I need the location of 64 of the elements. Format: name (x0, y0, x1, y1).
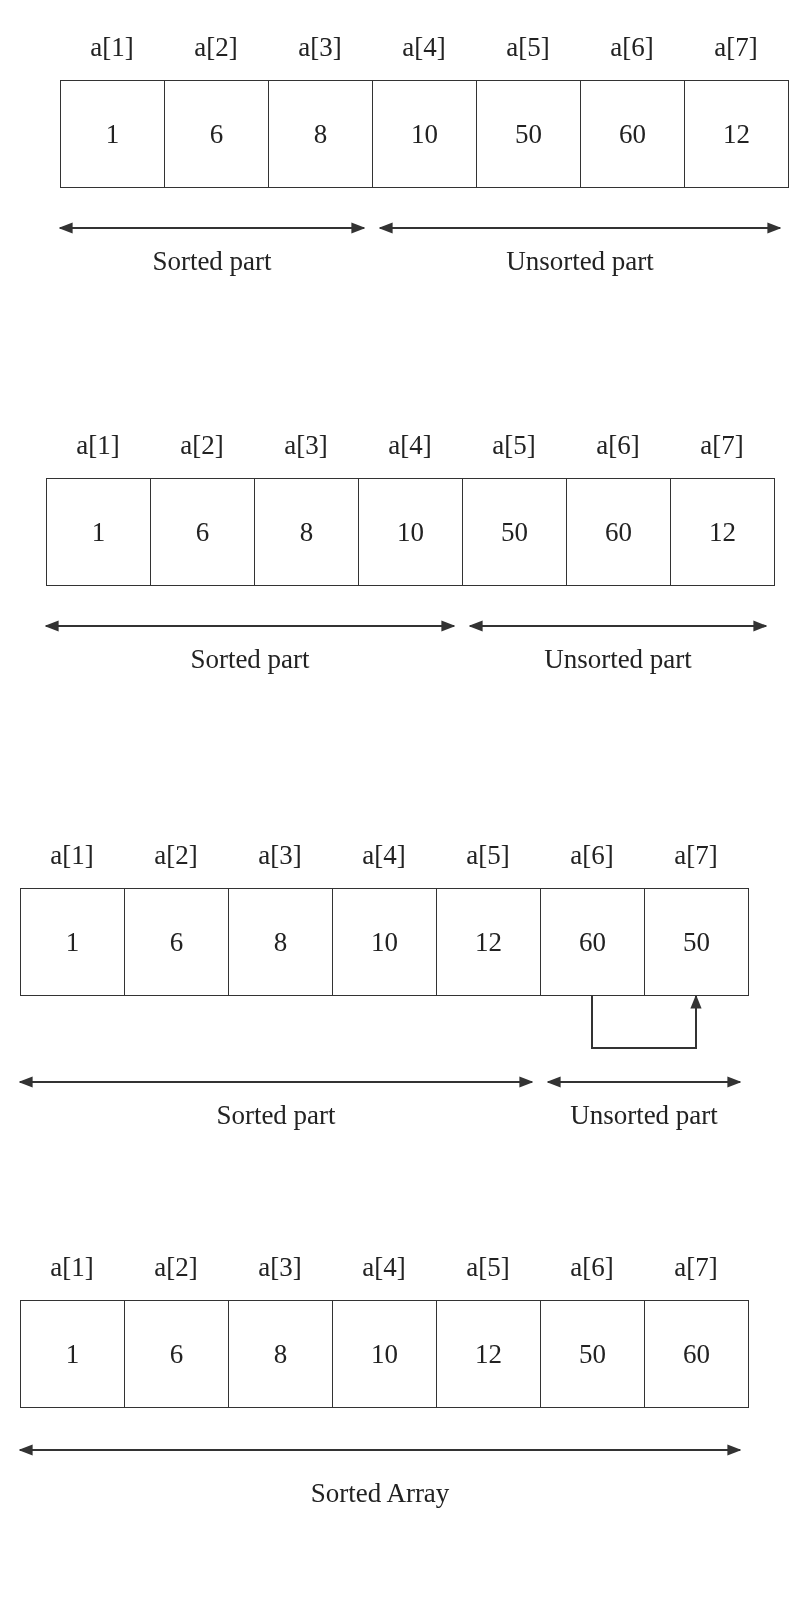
index-label: a[5] (491, 430, 537, 461)
index-label: a[6] (569, 840, 615, 871)
array-cell: 12 (670, 478, 775, 586)
array-cell: 6 (124, 1300, 229, 1408)
index-label: a[2] (153, 840, 199, 871)
part-label: Sorted Array (309, 1478, 451, 1509)
index-label: a[7] (699, 430, 745, 461)
index-label: a[6] (609, 32, 655, 63)
index-label: a[3] (297, 32, 343, 63)
array-cell: 12 (436, 888, 541, 996)
array-cell: 6 (164, 80, 269, 188)
index-label: a[7] (673, 840, 719, 871)
index-label: a[1] (49, 1252, 95, 1283)
index-label: a[5] (465, 840, 511, 871)
index-label: a[1] (89, 32, 135, 63)
array-cell: 50 (476, 80, 581, 188)
part-label: Sorted part (189, 644, 311, 675)
array-cell: 8 (228, 888, 333, 996)
array-cell: 60 (540, 888, 645, 996)
index-label: a[2] (153, 1252, 199, 1283)
array-cell: 12 (436, 1300, 541, 1408)
part-label: Unsorted part (569, 1100, 719, 1131)
array-cell: 60 (644, 1300, 749, 1408)
array-cell: 8 (268, 80, 373, 188)
index-label: a[3] (257, 1252, 303, 1283)
index-label: a[4] (361, 1252, 407, 1283)
index-label: a[1] (75, 430, 121, 461)
array-cell: 1 (46, 478, 151, 586)
index-label: a[6] (569, 1252, 615, 1283)
arrow (591, 994, 702, 1049)
part-label: Unsorted part (505, 246, 655, 277)
array-cell: 10 (358, 478, 463, 586)
part-label: Unsorted part (543, 644, 693, 675)
index-label: a[6] (595, 430, 641, 461)
index-label: a[4] (401, 32, 447, 63)
part-label: Sorted part (215, 1100, 337, 1131)
array-cell: 10 (332, 1300, 437, 1408)
array-cell: 50 (540, 1300, 645, 1408)
array-cell: 6 (150, 478, 255, 586)
array-cell: 10 (332, 888, 437, 996)
array-cell: 12 (684, 80, 789, 188)
index-label: a[5] (465, 1252, 511, 1283)
array-cell: 1 (20, 888, 125, 996)
index-label: a[3] (283, 430, 329, 461)
index-label: a[7] (673, 1252, 719, 1283)
array-cell: 1 (20, 1300, 125, 1408)
index-label: a[4] (361, 840, 407, 871)
index-label: a[2] (179, 430, 225, 461)
array-cell: 8 (254, 478, 359, 586)
index-label: a[4] (387, 430, 433, 461)
array-cell: 50 (462, 478, 567, 586)
part-label: Sorted part (151, 246, 273, 277)
array-cell: 60 (580, 80, 685, 188)
index-label: a[5] (505, 32, 551, 63)
array-cell: 8 (228, 1300, 333, 1408)
array-cell: 50 (644, 888, 749, 996)
index-label: a[3] (257, 840, 303, 871)
array-cell: 60 (566, 478, 671, 586)
array-cell: 10 (372, 80, 477, 188)
array-cell: 1 (60, 80, 165, 188)
array-cell: 6 (124, 888, 229, 996)
index-label: a[2] (193, 32, 239, 63)
index-label: a[1] (49, 840, 95, 871)
index-label: a[7] (713, 32, 759, 63)
